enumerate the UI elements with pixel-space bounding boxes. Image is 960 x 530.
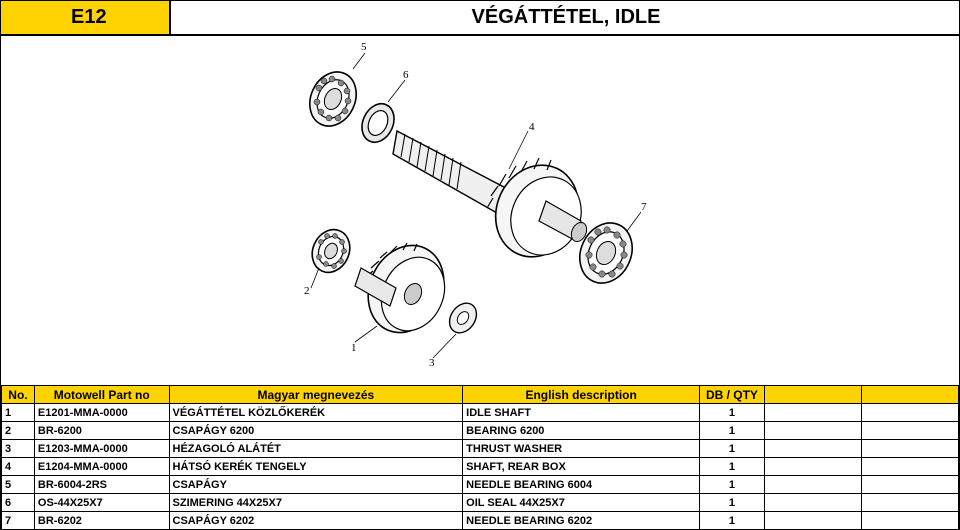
row-no: 5	[1, 475, 35, 494]
col-en-header: English description	[462, 385, 701, 404]
section-code: E12	[1, 1, 171, 34]
row-empty-2	[860, 511, 960, 530]
col-no-header: No.	[1, 385, 35, 404]
callout-5: 5	[361, 41, 367, 53]
row-no: 7	[1, 511, 35, 530]
row-part: E1201-MMA-0000	[33, 403, 170, 422]
table-row: 3 E1203-MMA-0000 HÉZAGOLÓ ALÁTÉT THRUST …	[1, 439, 960, 458]
exploded-diagram: 5 6 4 7 2 1 3	[1, 36, 959, 384]
callout-6: 6	[403, 69, 409, 81]
row-hu: CSAPÁGY 6200	[168, 421, 464, 440]
row-hu: VÉGÁTTÉTEL KÖZLŐKERÉK	[168, 403, 464, 422]
row-part: E1204-MMA-0000	[33, 457, 170, 476]
row-en: THRUST WASHER	[462, 439, 701, 458]
col-qty-header: DB / QTY	[699, 385, 765, 404]
row-empty-2	[860, 421, 960, 440]
row-part: BR-6200	[33, 421, 170, 440]
row-empty-2	[860, 439, 960, 458]
table-row: 6 OS-44X25X7 SZIMERING 44X25X7 OIL SEAL …	[1, 493, 960, 512]
row-empty-1	[763, 457, 862, 476]
table-row: 4 E1204-MMA-0000 HÁTSÓ KERÉK TENGELY SHA…	[1, 457, 960, 476]
row-qty: 1	[699, 421, 765, 440]
idle-gear-1-illustration	[354, 242, 446, 334]
col-hu-header: Magyar megnevezés	[168, 385, 464, 404]
table-row: 5 BR-6004-2RS CSAPÁGY NEEDLE BEARING 600…	[1, 475, 960, 494]
shaft-4-illustration	[392, 129, 588, 258]
row-qty: 1	[699, 511, 765, 530]
table-header-row: No. Motowell Part no Magyar megnevezés E…	[1, 385, 960, 404]
row-hu: SZIMERING 44X25X7	[168, 493, 464, 512]
callout-labels: 5 6 4 7 2 1 3	[304, 41, 647, 369]
callout-4: 4	[529, 121, 535, 133]
col-empty-2	[860, 385, 960, 404]
bearing-2-illustration	[311, 228, 351, 274]
row-part: BR-6202	[33, 511, 170, 530]
row-no: 4	[1, 457, 35, 476]
callout-2: 2	[304, 285, 310, 297]
row-empty-1	[763, 421, 862, 440]
row-hu: HÁTSÓ KERÉK TENGELY	[168, 457, 464, 476]
col-empty-1	[763, 385, 862, 404]
row-empty-1	[763, 493, 862, 512]
row-empty-2	[860, 493, 960, 512]
callout-3: 3	[429, 357, 435, 369]
callout-7: 7	[641, 201, 647, 213]
row-no: 6	[1, 493, 35, 512]
row-part: BR-6004-2RS	[33, 475, 170, 494]
table-row: 2 BR-6200 CSAPÁGY 6200 BEARING 6200 1	[1, 421, 960, 440]
row-empty-2	[860, 475, 960, 494]
row-qty: 1	[699, 475, 765, 494]
bearing-5-illustration	[309, 71, 357, 127]
parts-table: No. Motowell Part no Magyar megnevezés E…	[1, 385, 960, 530]
row-hu: CSAPÁGY 6202	[168, 511, 464, 530]
row-en: IDLE SHAFT	[462, 403, 701, 422]
row-qty: 1	[699, 457, 765, 476]
row-en: SHAFT, REAR BOX	[462, 457, 701, 476]
row-en: NEEDLE BEARING 6202	[462, 511, 701, 530]
row-en: OIL SEAL 44X25X7	[462, 493, 701, 512]
col-part-header: Motowell Part no	[33, 385, 170, 404]
row-hu: HÉZAGOLÓ ALÁTÉT	[168, 439, 464, 458]
row-part: E1203-MMA-0000	[33, 439, 170, 458]
row-qty: 1	[699, 403, 765, 422]
callout-1: 1	[351, 342, 357, 354]
row-empty-1	[763, 475, 862, 494]
header: E12 VÉGÁTTÉTEL, IDLE	[1, 1, 959, 36]
row-qty: 1	[699, 493, 765, 512]
table-row: 7 BR-6202 CSAPÁGY 6202 NEEDLE BEARING 62…	[1, 511, 960, 530]
washer-3-illustration	[448, 302, 478, 334]
row-empty-1	[763, 439, 862, 458]
row-en: NEEDLE BEARING 6004	[462, 475, 701, 494]
row-empty-1	[763, 403, 862, 422]
row-qty: 1	[699, 439, 765, 458]
row-empty-1	[763, 511, 862, 530]
row-empty-2	[860, 403, 960, 422]
row-no: 1	[1, 403, 35, 422]
bearing-7-illustration	[579, 222, 633, 284]
row-en: BEARING 6200	[462, 421, 701, 440]
row-part: OS-44X25X7	[33, 493, 170, 512]
page-title: VÉGÁTTÉTEL, IDLE	[471, 6, 661, 28]
oil-seal-6-illustration	[361, 102, 395, 144]
row-no: 3	[1, 439, 35, 458]
table-row: 1 E1201-MMA-0000 VÉGÁTTÉTEL KÖZLŐKERÉK I…	[1, 403, 960, 422]
row-hu: CSAPÁGY	[168, 475, 464, 494]
row-no: 2	[1, 421, 35, 440]
row-empty-2	[860, 457, 960, 476]
